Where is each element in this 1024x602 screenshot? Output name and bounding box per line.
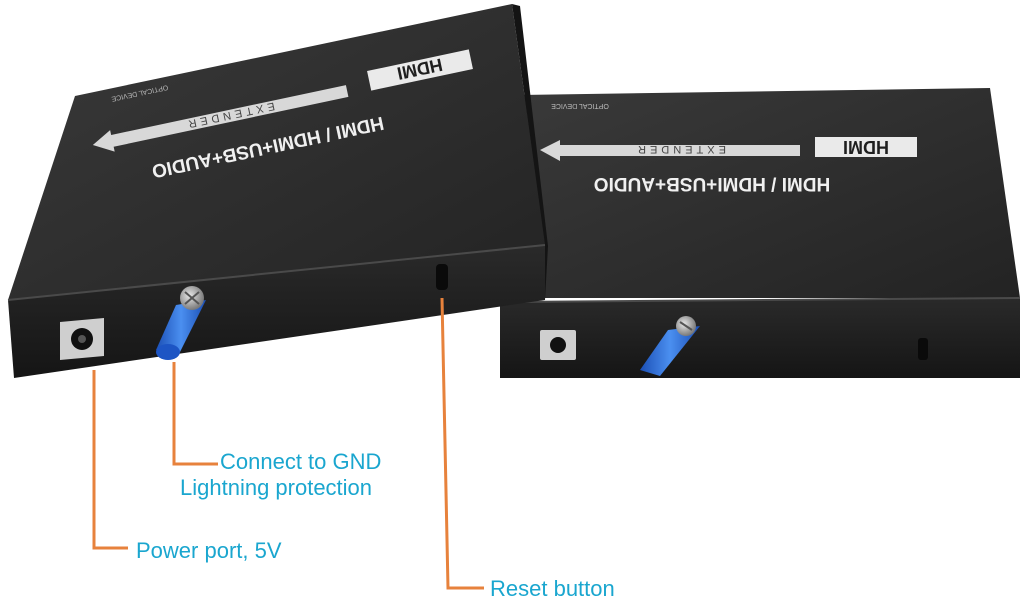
callout-power: Power port, 5V [136,538,282,563]
power-port [60,318,104,360]
callout-gnd-line1: Connect to GND [220,449,382,474]
device-front-panel [8,245,545,378]
ground-terminal [156,286,206,360]
power-leader-line [92,370,128,550]
extender-device-right: HDMI EXTENDER HDMI / HDMI+USB+AUDIO OPTI… [499,88,1021,378]
gnd-leader-line [172,362,218,466]
device-small-label: OPTICAL DEVICE [551,102,609,109]
callout-reset: Reset button [490,576,615,601]
extender-device-left: HDMI EXTENDER HDMI / HDMI+USB+AUDIO OPTI… [7,4,548,378]
hdmi-badge [367,49,473,91]
reset-button [918,338,928,360]
extender-arrow-label: EXTENDER [634,143,726,155]
callout-gnd-line2: Lightning protection [180,475,373,500]
extender-arrow-icon [540,140,800,161]
device-panel-title: HDMI / HDMI+USB+AUDIO [594,173,830,194]
ground-terminal [640,316,700,376]
callout-gnd: Connect to GND Lightning protection [180,449,382,501]
device-front-panel [500,298,1020,378]
extender-arrow-icon [92,85,349,152]
hdmi-badge-text: HDMI [843,137,889,157]
leader-lines [92,297,484,590]
hdmi-badge [815,137,917,157]
reset-button [436,264,448,290]
reset-leader-line [440,297,484,590]
